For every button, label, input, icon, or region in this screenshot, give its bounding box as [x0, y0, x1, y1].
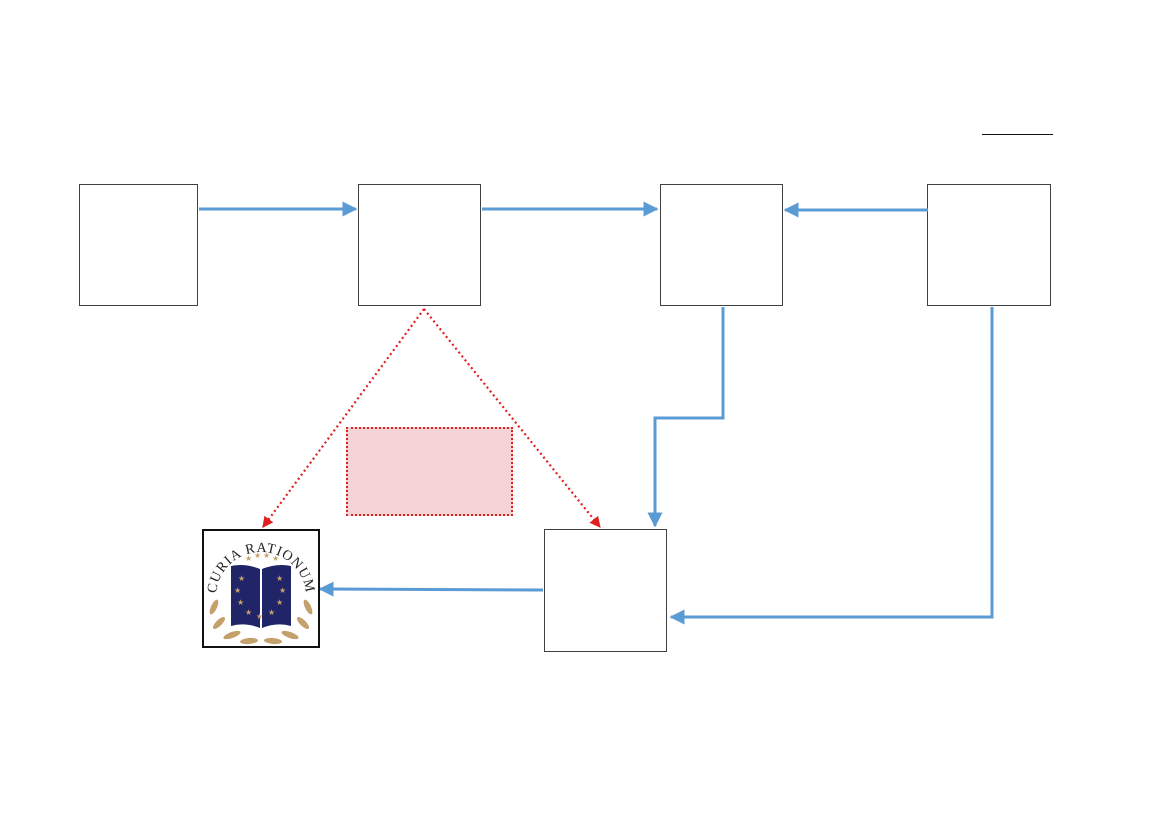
- svg-text:★: ★: [237, 598, 244, 607]
- dotted-edge-b-to-logo-arrow: [262, 308, 425, 528]
- process-box-e[interactable]: [544, 529, 667, 652]
- svg-text:★: ★: [245, 554, 252, 563]
- open-book-with-stars-icon: ★ ★ ★ ★ ★ ★ ★ ★ ★: [231, 565, 291, 629]
- svg-text:★: ★: [245, 608, 252, 617]
- svg-text:★: ★: [254, 551, 261, 560]
- svg-text:★: ★: [268, 608, 275, 617]
- process-box-a[interactable]: [79, 184, 198, 306]
- svg-text:★: ★: [234, 586, 241, 595]
- curia-rationum-logo: CURIA RATIONUM ★ ★ ★ ★ ★ ★ ★ ★ ★: [202, 529, 320, 648]
- edge-d-to-e-arrow: [669, 307, 994, 625]
- logo-stars-icon: ★ ★ ★ ★: [245, 551, 279, 563]
- svg-text:★: ★: [276, 574, 283, 583]
- svg-text:★: ★: [238, 574, 245, 583]
- top-rule-line: [982, 134, 1053, 135]
- laurel-wreath-icon: [209, 599, 313, 645]
- process-box-c[interactable]: [660, 184, 783, 306]
- highlight-note-box[interactable]: [346, 427, 513, 516]
- svg-text:★: ★: [272, 554, 279, 563]
- process-box-d[interactable]: [927, 184, 1051, 306]
- svg-text:★: ★: [276, 598, 283, 607]
- edge-e-to-logo-arrow: [318, 581, 544, 597]
- process-box-b[interactable]: [358, 184, 481, 306]
- svg-text:★: ★: [256, 612, 263, 621]
- svg-text:★: ★: [263, 551, 270, 560]
- logo-emblem: CURIA RATIONUM ★ ★ ★ ★ ★ ★ ★ ★ ★: [205, 541, 316, 645]
- dotted-edge-b-to-e-arrow: [423, 308, 601, 528]
- edge-c-to-e-arrow: [647, 307, 725, 528]
- svg-text:★: ★: [279, 586, 286, 595]
